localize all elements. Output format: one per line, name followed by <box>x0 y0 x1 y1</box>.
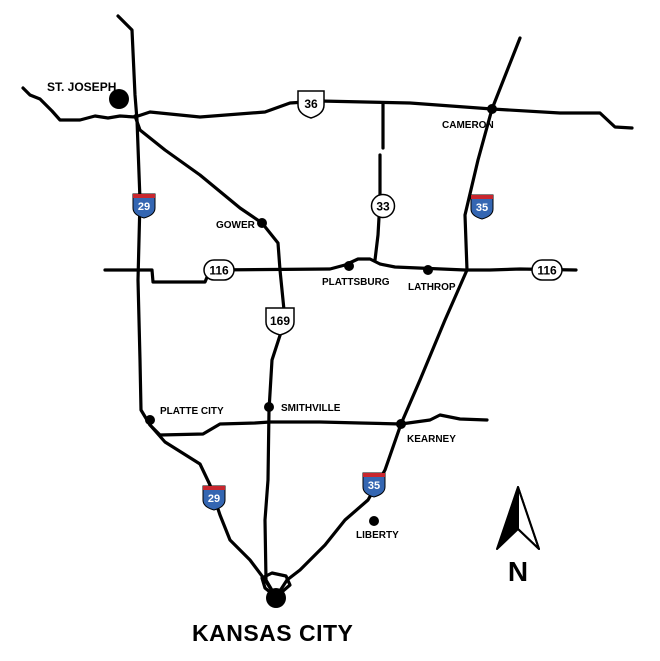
mo-116-shield-west: 116 <box>203 259 235 281</box>
gower-dot <box>257 218 267 228</box>
kearney-dot <box>396 419 406 429</box>
kansas-city-dot <box>266 588 286 608</box>
mo-116-east-shield-number: 116 <box>537 264 557 278</box>
i-29-shield-south: 29 <box>202 485 226 511</box>
plattsburg-dot <box>344 261 354 271</box>
city-labels: ST. JOSEPH CAMERON GOWER PLATTSBURG LATH… <box>47 80 494 646</box>
i-29-north-shield-number: 29 <box>138 201 150 213</box>
road-platte-city-kearney <box>148 413 489 437</box>
i-35-north-shield-number: 35 <box>476 202 488 214</box>
mo-116-shield-east: 116 <box>531 259 563 281</box>
i-35-south-shield-number: 35 <box>368 480 380 492</box>
liberty-dot <box>369 516 379 526</box>
north-arrow-icon: N <box>496 486 540 587</box>
label-plattsburg: PLATTSBURG <box>322 277 390 288</box>
label-kansas-city: KANSAS CITY <box>192 620 353 646</box>
lathrop-dot <box>423 265 433 275</box>
us-169-shield-number: 169 <box>270 314 290 328</box>
label-liberty: LIBERTY <box>356 530 399 541</box>
label-platte-city: PLATTE CITY <box>160 406 224 417</box>
us-169-shield: 169 <box>265 307 295 336</box>
us-36-shield: 36 <box>297 90 325 119</box>
mo-33-shield-number: 33 <box>376 200 390 214</box>
platte-city-dot <box>145 415 155 425</box>
i-35-shield-south: 35 <box>362 472 386 498</box>
i-35-shield-north: 35 <box>470 194 494 220</box>
label-st-joseph: ST. JOSEPH <box>47 80 116 94</box>
city-dots <box>109 89 497 608</box>
north-label: N <box>508 556 528 587</box>
label-lathrop: LATHROP <box>408 282 456 293</box>
us-36-shield-number: 36 <box>304 97 318 111</box>
label-smithville: SMITHVILLE <box>281 403 341 414</box>
i-29-south-shield-number: 29 <box>208 493 220 505</box>
road-mo-33 <box>373 102 385 262</box>
label-cameron: CAMERON <box>442 120 494 131</box>
road-i-29 <box>116 14 278 599</box>
i-29-shield-north: 29 <box>132 193 156 219</box>
smithville-dot <box>264 402 274 412</box>
road-us-36 <box>21 86 634 130</box>
cameron-dot <box>487 104 497 114</box>
label-gower: GOWER <box>216 220 256 231</box>
mo-116-west-shield-number: 116 <box>209 264 229 278</box>
road-us-169 <box>133 114 287 599</box>
label-kearney: KEARNEY <box>407 434 456 445</box>
road-mo-116 <box>103 257 578 284</box>
road-kc-loop <box>260 571 292 599</box>
mo-33-shield: 33 <box>370 193 396 219</box>
st-joseph-dot <box>109 89 129 109</box>
